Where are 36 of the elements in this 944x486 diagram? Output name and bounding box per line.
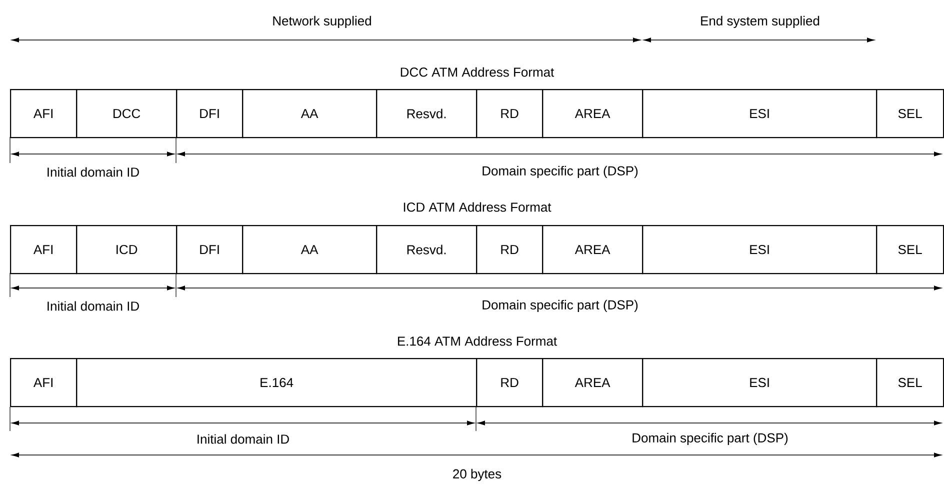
field-cell: SEL — [876, 225, 944, 274]
dimension-label: Network supplied — [271, 14, 373, 30]
field-cell: RD — [476, 89, 544, 138]
dimension-label: End system supplied — [699, 14, 821, 30]
dimension-label: Domain specific part (DSP) — [480, 164, 640, 180]
field-cell: DFI — [176, 225, 244, 274]
field-cell: AREA — [542, 358, 644, 408]
field-cell: E.164 — [76, 358, 478, 408]
field-cell: SEL — [876, 89, 944, 138]
format-title: E.164 ATM Address Format — [396, 335, 558, 347]
field-cell: AA — [242, 89, 378, 138]
field-cell: AREA — [542, 89, 644, 138]
field-cell: ESI — [642, 358, 878, 408]
dimension-label: Initial domain ID — [195, 433, 291, 445]
field-cell: RD — [476, 358, 544, 408]
field-cell: DCC — [76, 89, 178, 138]
field-cell: Resvd. — [376, 225, 478, 274]
dimension-label: Domain specific part (DSP) — [630, 432, 790, 446]
field-cell: DFI — [176, 89, 244, 138]
dimension-label: Initial domain ID — [45, 166, 141, 178]
field-cell: SEL — [876, 358, 944, 408]
field-cell: Resvd. — [376, 89, 478, 138]
dimension-label: Initial domain ID — [45, 300, 141, 312]
field-cell: AFI — [10, 89, 78, 138]
field-cell: AREA — [542, 225, 644, 274]
field-cell: AA — [242, 225, 378, 274]
dimension-label: Domain specific part (DSP) — [480, 298, 640, 314]
field-cell: RD — [476, 225, 544, 274]
field-cell: AFI — [10, 358, 78, 408]
format-title: DCC ATM Address Format — [398, 66, 556, 78]
dimension-label: 20 bytes — [451, 468, 503, 482]
field-cell: AFI — [10, 225, 78, 274]
format-title: ICD ATM Address Format — [402, 201, 552, 213]
field-cell: ESI — [642, 225, 878, 274]
field-cell: ICD — [76, 225, 178, 274]
field-cell: ESI — [642, 89, 878, 138]
